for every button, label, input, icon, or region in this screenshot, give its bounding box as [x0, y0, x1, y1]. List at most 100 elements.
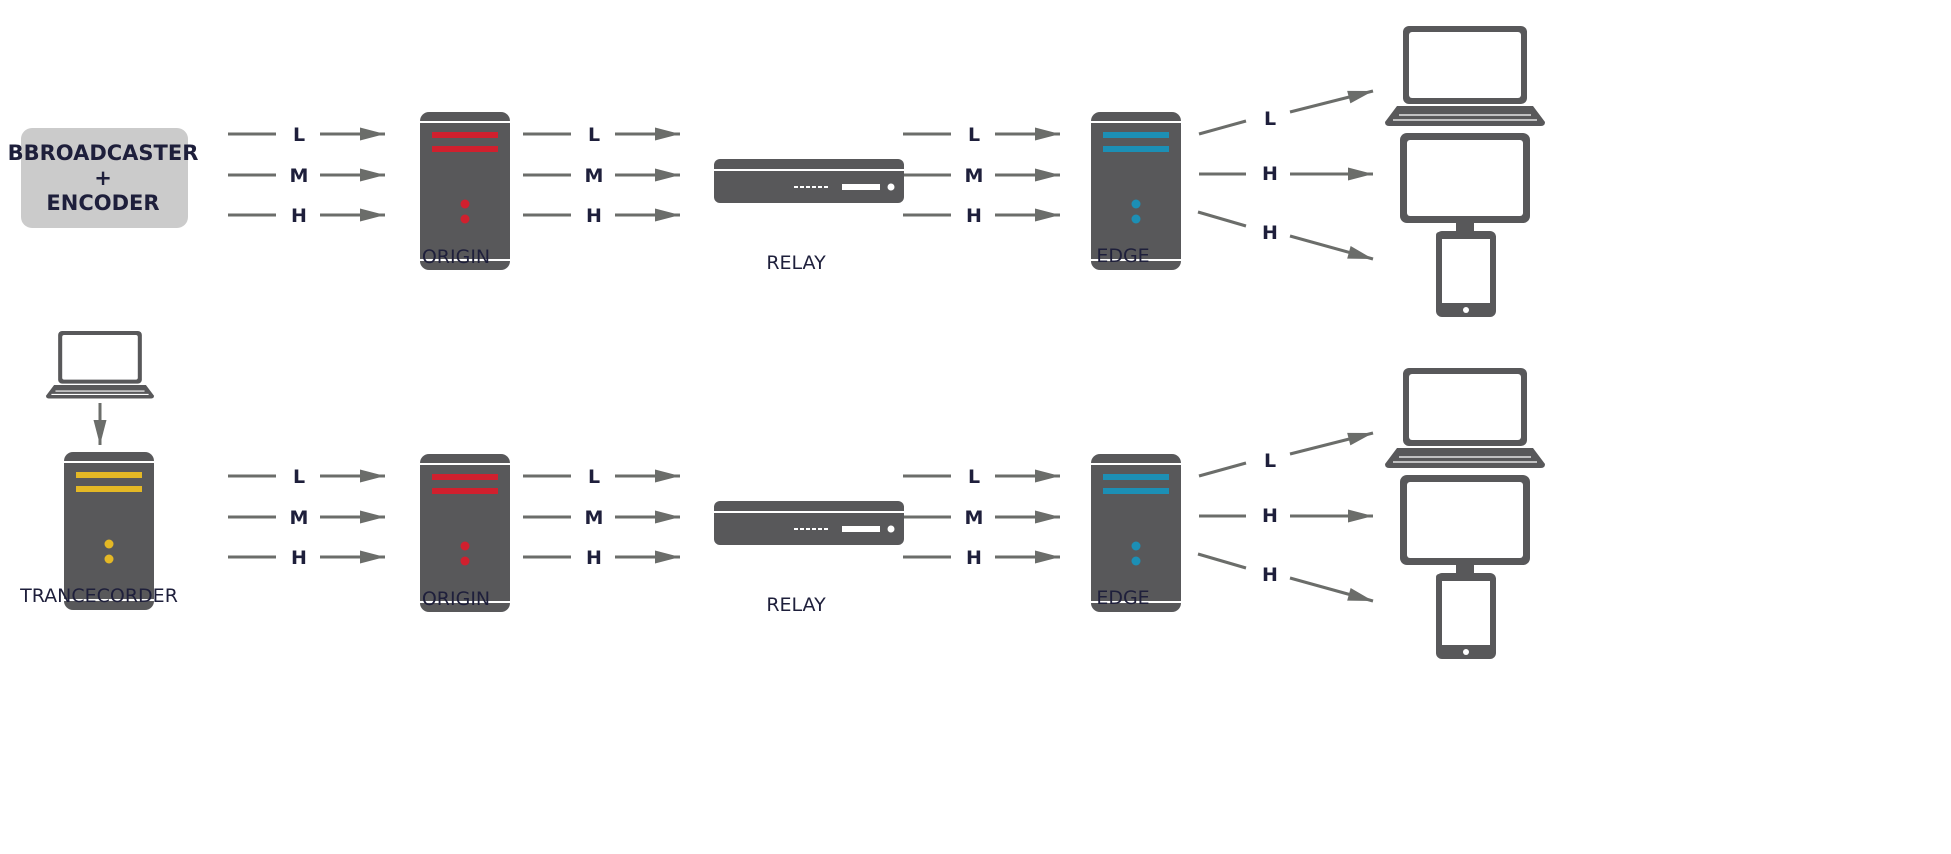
- quality-arrows: LMH: [523, 466, 680, 569]
- relay-vent: [818, 186, 822, 188]
- arrow-head: [1035, 127, 1060, 141]
- relay-vent: [824, 528, 828, 530]
- quality-label: M: [965, 165, 984, 187]
- laptop-base: [1385, 448, 1545, 468]
- laptop-screen: [1409, 32, 1521, 98]
- monitor-neck: [1456, 565, 1474, 575]
- monitor-neck: [1456, 223, 1474, 233]
- quality-label: M: [290, 165, 309, 187]
- client-arrows: LHH: [1197, 89, 1374, 261]
- stage-label-origin: ORIGIN: [422, 246, 490, 268]
- arrow-head: [1347, 246, 1373, 259]
- monitor-icon: [1400, 475, 1530, 580]
- arrow-head: [360, 510, 385, 524]
- quality-label: H: [966, 205, 982, 227]
- client-devices: [1385, 368, 1545, 659]
- source-box: [21, 128, 188, 228]
- relay-vent: [812, 528, 816, 530]
- relay-vent: [824, 186, 828, 188]
- quality-label: L: [293, 124, 305, 146]
- quality-label: H: [291, 205, 307, 227]
- arrow-head: [655, 469, 680, 483]
- arrow-head: [1347, 588, 1373, 601]
- stage-label-origin: ORIGIN: [422, 588, 490, 610]
- client-quality-label: H: [1262, 163, 1278, 185]
- transcoder-label: TRANCECORDER: [19, 585, 178, 607]
- tower-led-dot: [1131, 556, 1141, 566]
- arrow-head: [1035, 168, 1060, 182]
- arrow-tail: [1198, 119, 1247, 136]
- laptop-screen: [1409, 374, 1521, 440]
- stage-label-edge: EDGE: [1096, 245, 1149, 267]
- stage-label-edge: EDGE: [1096, 587, 1149, 609]
- quality-label: M: [965, 507, 984, 529]
- laptop-base: [1385, 106, 1545, 126]
- relay-slot: [842, 526, 880, 532]
- quality-arrows: LMH: [228, 466, 385, 569]
- arrow-head: [1035, 208, 1060, 222]
- relay-body: [714, 159, 904, 203]
- arrow-head: [1348, 167, 1373, 181]
- client-quality-label: H: [1262, 564, 1278, 586]
- arrow-head: [93, 420, 107, 445]
- relay-vent: [806, 528, 810, 530]
- quality-arrows: LMH: [228, 124, 385, 227]
- quality-label: H: [586, 547, 602, 569]
- edge-stage: EDGE: [1091, 112, 1181, 270]
- laptop-icon: [1385, 368, 1545, 468]
- client-quality-label: L: [1264, 450, 1276, 472]
- tower-led-bar: [432, 132, 498, 138]
- tower-led-bar: [1103, 474, 1169, 480]
- origin-stage: ORIGIN: [420, 112, 510, 270]
- transcoder-source: TRANCECORDER: [19, 331, 178, 610]
- source-text: BBROADCASTER: [8, 141, 199, 165]
- arrow-head: [360, 550, 385, 564]
- relay-body: [714, 501, 904, 545]
- tower-led-dot: [104, 539, 114, 549]
- quality-label: H: [291, 547, 307, 569]
- relay-slot: [842, 184, 880, 190]
- quality-label: L: [968, 124, 980, 146]
- tower-led-dot: [460, 199, 470, 209]
- quality-label: L: [968, 466, 980, 488]
- arrow-head: [1347, 432, 1373, 446]
- arrow-head: [655, 550, 680, 564]
- arrow-head: [655, 510, 680, 524]
- client-quality-label: H: [1262, 505, 1278, 527]
- quality-label: M: [585, 165, 604, 187]
- arrow-head: [360, 168, 385, 182]
- arrow-head: [1035, 550, 1060, 564]
- tower-led-dot: [1131, 199, 1141, 209]
- tower-led-bar: [76, 472, 142, 478]
- tower-led-dot: [460, 214, 470, 224]
- quality-label: L: [293, 466, 305, 488]
- laptop-icon: [46, 331, 154, 399]
- tower-led-bar: [432, 146, 498, 152]
- tower-led-bar: [76, 486, 142, 492]
- edge-server-icon: [1091, 112, 1181, 270]
- laptop-screen: [62, 335, 138, 380]
- edge-server-icon: [1091, 454, 1181, 612]
- relay-vent: [794, 528, 798, 530]
- arrow-head: [360, 469, 385, 483]
- client-arrows: L H H: [1197, 431, 1374, 603]
- arrow-head: [655, 208, 680, 222]
- relay-device-icon: [714, 501, 904, 545]
- tablet-button: [1463, 307, 1469, 313]
- relay-vent: [794, 186, 798, 188]
- client-devices: [1385, 26, 1545, 317]
- quality-arrows: LMH: [903, 466, 1060, 569]
- relay-stage: RELAY: [714, 501, 904, 616]
- tower-led-bar: [432, 474, 498, 480]
- relay-stage: RELAY: [714, 159, 904, 274]
- relay-vent: [800, 186, 804, 188]
- tablet-screen: [1442, 239, 1490, 303]
- tower-led-dot: [460, 556, 470, 566]
- origin-stage: ORIGIN: [420, 454, 510, 612]
- arrow-head: [360, 127, 385, 141]
- relay-vent: [800, 528, 804, 530]
- relay-vent: [806, 186, 810, 188]
- arrow-tail: [1197, 552, 1247, 570]
